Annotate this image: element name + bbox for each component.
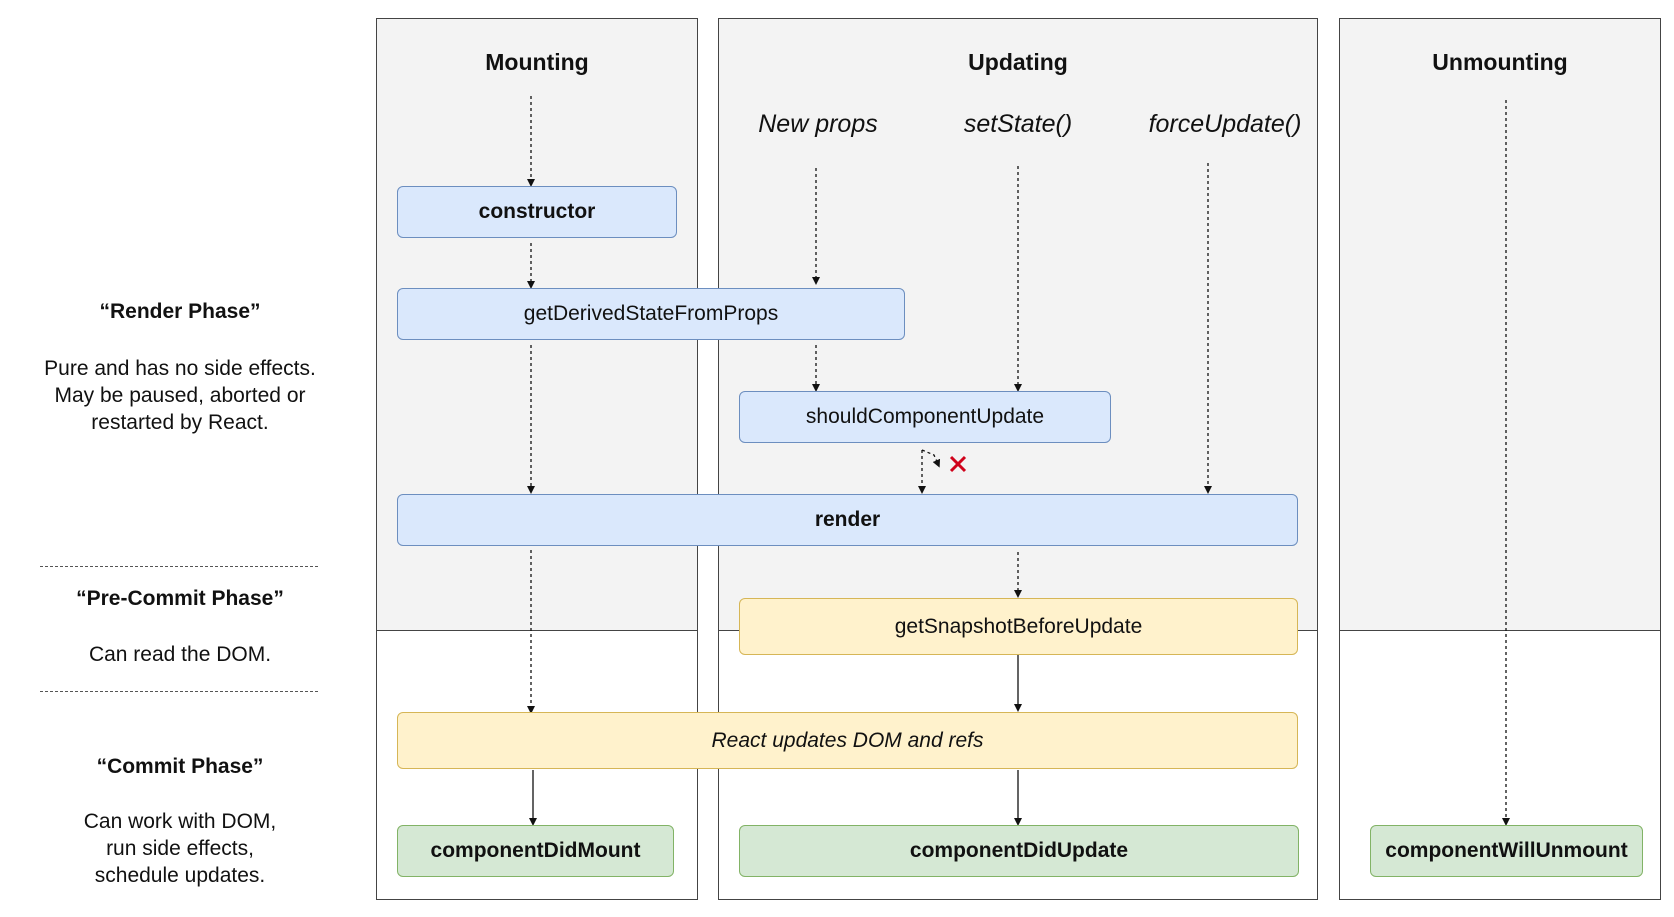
- cross-icon: [949, 455, 967, 473]
- unmounting-title: Unmounting: [1432, 49, 1568, 75]
- commit-phase-line-3: schedule updates.: [94, 864, 266, 887]
- react-updates-dom-box: React updates DOM and refs: [397, 712, 1298, 769]
- commit-phase-title: “Commit Phase”: [96, 755, 264, 778]
- arrow-should-update-cancel: [921, 449, 941, 468]
- precommit-phase-title: “Pre-Commit Phase”: [76, 587, 284, 610]
- render-box: render: [397, 494, 1298, 546]
- get-snapshot-before-update-box: getSnapshotBeforeUpdate: [739, 598, 1298, 655]
- render-phase-description: Pure and has no side effects. May be pau…: [20, 355, 340, 436]
- updating-title: Updating: [968, 49, 1068, 75]
- render-phase-title: “Render Phase”: [99, 300, 261, 323]
- mounting-title: Mounting: [485, 49, 589, 75]
- trigger-new-props: New props: [758, 110, 878, 138]
- should-component-update-box: shouldComponentUpdate: [739, 391, 1111, 443]
- phase-separator-2: [40, 691, 318, 692]
- precommit-phase-description: Can read the DOM.: [88, 643, 272, 666]
- unmounting-render-region: [1340, 19, 1660, 631]
- commit-phase-line-2: run side effects,: [106, 837, 254, 860]
- render-phase-line-1: Pure and has no side effects.: [44, 357, 316, 380]
- get-derived-state-from-props-box: getDerivedStateFromProps: [397, 288, 905, 340]
- constructor-box: constructor: [397, 186, 677, 238]
- component-did-update-box: componentDidUpdate: [739, 825, 1299, 877]
- render-phase-line-3: restarted by React.: [91, 411, 269, 434]
- phase-separator-1: [40, 566, 318, 567]
- unmounting-column: Unmounting: [1339, 18, 1661, 900]
- component-did-mount-box: componentDidMount: [397, 825, 674, 877]
- trigger-force-update: forceUpdate(): [1148, 110, 1302, 138]
- commit-phase-description: Can work with DOM, run side effects, sch…: [20, 808, 340, 889]
- commit-phase-line-1: Can work with DOM,: [83, 810, 277, 833]
- render-phase-line-2: May be paused, aborted or: [54, 384, 306, 407]
- trigger-set-state: setState(): [963, 110, 1073, 138]
- component-will-unmount-box: componentWillUnmount: [1370, 825, 1643, 877]
